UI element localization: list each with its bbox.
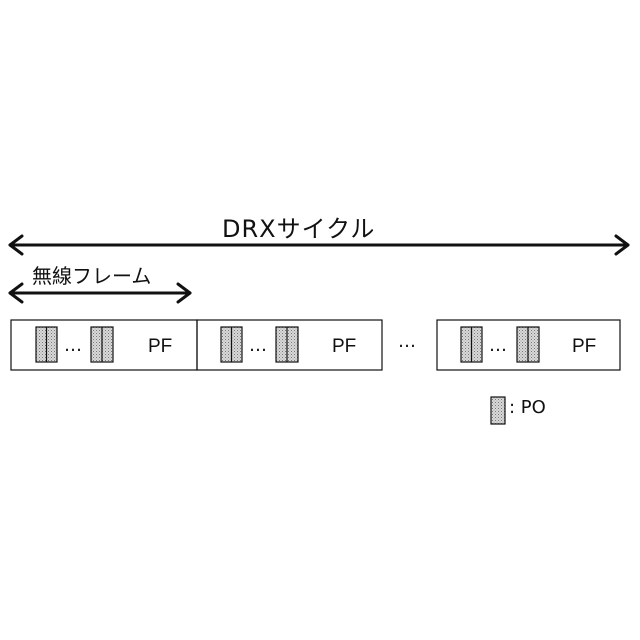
pf-label-1: PF — [148, 336, 172, 357]
frame-2-ellipsis: … — [249, 335, 267, 356]
radio-frame-arrow — [10, 284, 190, 302]
gap-ellipsis: … — [398, 331, 416, 352]
pf-label-3: PF — [572, 336, 596, 357]
frame-1-ellipsis: … — [64, 335, 82, 356]
po-block-icon — [491, 397, 505, 424]
drx-cycle-arrow — [10, 236, 628, 254]
pf-label-2: PF — [332, 336, 356, 357]
legend-po-text: : PO — [509, 397, 546, 418]
frame-3-ellipsis: … — [489, 335, 507, 356]
